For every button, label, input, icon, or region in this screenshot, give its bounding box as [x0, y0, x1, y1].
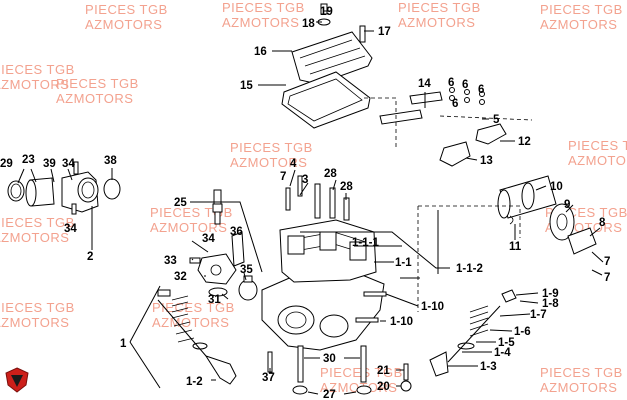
camshaft-10	[497, 175, 557, 219]
callout-23: 23	[22, 154, 35, 166]
callout-4: 4	[290, 158, 297, 170]
callout-1-1-1: 1-1-1	[352, 237, 379, 249]
small-pins-6	[449, 87, 485, 105]
leader-lines	[17, 10, 604, 395]
callout-7: 7	[604, 272, 610, 284]
callout-6: 6	[448, 77, 454, 89]
group-outline-dashed	[364, 97, 533, 312]
valve-1-3	[429, 305, 501, 377]
cam-sprocket-9	[549, 203, 575, 241]
callout-6: 6	[462, 79, 468, 91]
callout-35: 35	[240, 264, 253, 276]
callout-29: 29	[0, 158, 13, 170]
callout-8: 8	[599, 217, 606, 229]
cover-bolt-19	[320, 3, 328, 15]
o-ring-38	[103, 178, 121, 200]
callout-1-5: 1-5	[498, 337, 515, 349]
valve-cover-16	[291, 31, 373, 85]
callout-31: 31	[208, 294, 221, 306]
cylinder-head-1-1	[261, 219, 385, 351]
intake-joint-23	[25, 177, 55, 207]
intake-clamp-29	[7, 180, 25, 202]
callout-1-4: 1-4	[494, 347, 511, 359]
studs-30	[297, 345, 367, 383]
rocker-arm-12	[475, 123, 507, 145]
callout-1-10: 1-10	[390, 316, 413, 328]
callout-12: 12	[518, 136, 531, 148]
callout-28: 28	[324, 168, 337, 180]
callout-1-10: 1-10	[421, 301, 444, 313]
callout-30: 30	[323, 353, 336, 365]
callout-32: 32	[174, 271, 187, 283]
washer-20	[400, 380, 412, 392]
callout-11: 11	[509, 241, 522, 253]
callout-1-1: 1-1	[395, 257, 412, 269]
callout-1-1-2: 1-1-2	[456, 263, 483, 275]
callout-13: 13	[480, 155, 493, 167]
screws-34	[71, 161, 79, 215]
thermostat-35	[238, 275, 258, 301]
sprocket-plate-8	[567, 227, 597, 255]
callout-3: 3	[302, 174, 308, 186]
clip-11	[509, 215, 514, 225]
callout-10: 10	[550, 181, 563, 193]
callout-7: 7	[604, 256, 610, 268]
nuts-27	[292, 385, 372, 395]
callout-labels: 19 18 17 16 15 14 6 6 6 6 5 12 13 29 23 …	[0, 6, 610, 400]
callout-1-8: 1-8	[542, 298, 559, 310]
cover-bolt-17	[359, 25, 366, 43]
callout-17: 17	[378, 26, 391, 38]
callout-1-3: 1-3	[480, 361, 497, 373]
spark-plug-25	[212, 189, 223, 225]
callout-1: 1	[120, 338, 127, 350]
rocker-arm-13	[439, 141, 471, 167]
callout-1-9: 1-9	[542, 288, 559, 300]
callout-34: 34	[202, 233, 215, 245]
callout-2: 2	[87, 251, 93, 263]
tgb-shield-logo-icon	[5, 367, 29, 393]
cover-gasket-15	[281, 71, 371, 129]
callout-9: 9	[564, 199, 570, 211]
callout-34: 34	[62, 158, 75, 170]
callout-38: 38	[104, 155, 117, 167]
sensor-36	[231, 231, 245, 267]
callout-1-7: 1-7	[530, 309, 547, 321]
callout-7: 7	[280, 171, 286, 183]
bolt-21	[403, 363, 409, 381]
valve-springs-left	[157, 289, 208, 350]
callout-25: 25	[174, 197, 187, 209]
rocker-shaft-14	[379, 91, 443, 125]
callout-36: 36	[230, 226, 243, 238]
callout-19: 19	[320, 6, 333, 18]
callout-34: 34	[64, 223, 77, 235]
bolt-33	[189, 257, 201, 264]
callout-18: 18	[302, 18, 315, 30]
valve-1-2	[157, 299, 237, 385]
callout-20: 20	[377, 381, 390, 393]
callout-6: 6	[452, 98, 458, 110]
thermostat-housing-32	[197, 253, 237, 285]
callout-33: 33	[164, 255, 177, 267]
callout-1-2: 1-2	[186, 376, 203, 388]
callout-5: 5	[493, 114, 500, 126]
callout-37: 37	[262, 372, 275, 384]
callout-39: 39	[43, 158, 56, 170]
callout-14: 14	[418, 78, 431, 90]
callout-16: 16	[254, 46, 267, 58]
callout-28: 28	[340, 181, 353, 193]
callout-1-6: 1-6	[514, 326, 531, 338]
callout-27: 27	[323, 389, 336, 400]
intake-pipe-2	[61, 171, 99, 213]
callout-21: 21	[377, 365, 390, 377]
callout-15: 15	[240, 80, 253, 92]
callout-6: 6	[478, 84, 484, 96]
